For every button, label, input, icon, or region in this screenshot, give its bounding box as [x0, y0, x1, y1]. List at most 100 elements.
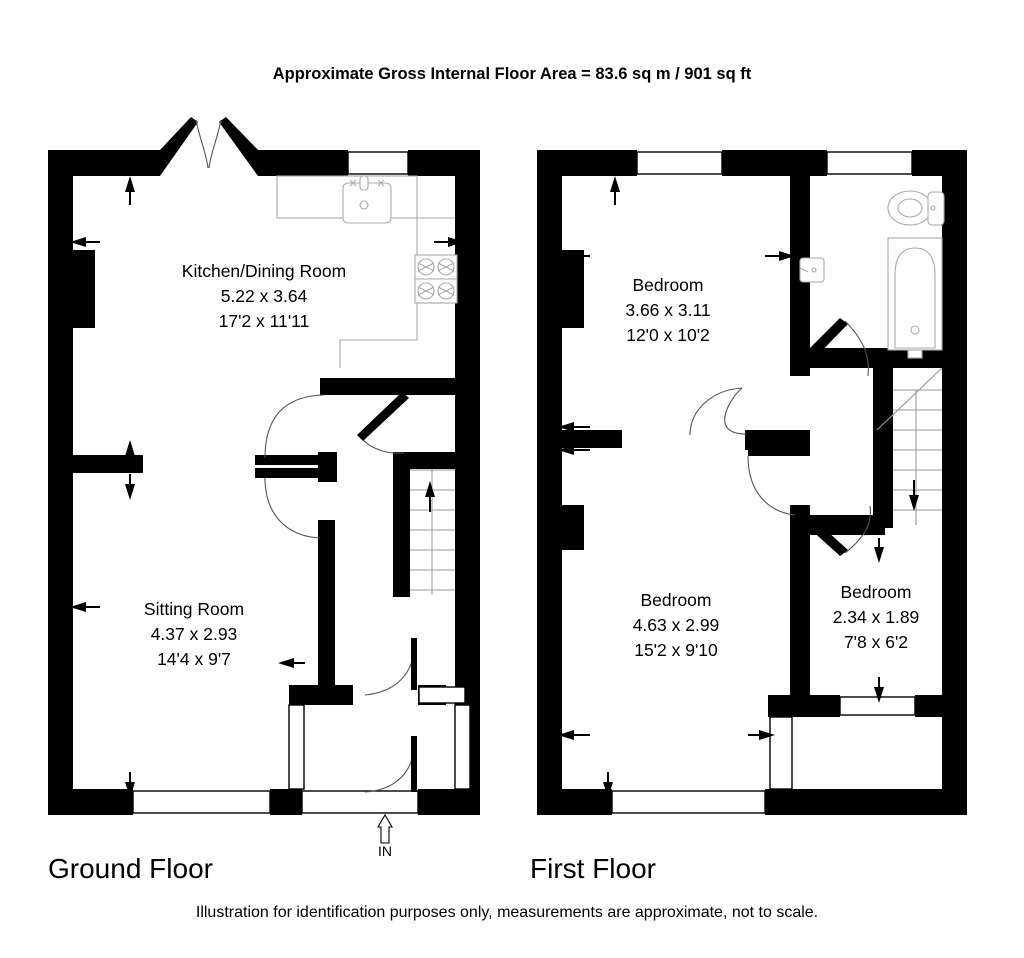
bedroom-3-imperial: 7'8 x 6'2: [844, 632, 908, 652]
kitchen-dining-imperial: 17'2 x 11'11: [219, 311, 310, 331]
window-first-top-left: [636, 151, 723, 175]
wall-ground-top-mid: [258, 150, 348, 176]
sitting-room-name: Sitting Room: [144, 599, 244, 619]
door-leaf-bedroom3: [798, 512, 848, 556]
bathtub-inner: [894, 247, 936, 349]
staircase-first: [876, 367, 943, 525]
bedroom-3-metric: 2.34 x 1.89: [833, 607, 920, 627]
door-swing-inner-front: [364, 639, 416, 696]
bedroom-2-name: Bedroom: [640, 590, 711, 610]
wall-ground-left-stub: [73, 455, 143, 473]
ground-floor-label: Ground Floor: [48, 853, 213, 884]
sitting-room-metric: 4.37 x 2.93: [151, 624, 238, 644]
window-porch-side: [418, 686, 466, 704]
window-first-bottom: [611, 790, 766, 814]
first-floor-label: First Floor: [530, 853, 656, 884]
door-leaf-understairs: [357, 392, 409, 441]
bedroom-1-name: Bedroom: [632, 275, 703, 295]
sink-tap: [359, 175, 369, 191]
chimney-breast-ground-upper: [73, 250, 95, 328]
room-label-kitchen-dining: Kitchen/Dining Room 5.22 x 3.64 17'2 x 1…: [182, 261, 346, 331]
wall-ground-bottom-midleft: [270, 789, 302, 815]
wall-first-top-mid: [722, 150, 827, 176]
wall-stairs-left: [393, 452, 410, 597]
wall-ground-bottom-left: [48, 789, 133, 815]
bathtub-drain: [910, 325, 920, 335]
room-label-sitting-room: Sitting Room 4.37 x 2.93 14'4 x 9'7: [144, 599, 244, 669]
in-label: IN: [378, 843, 392, 859]
wall-ground-bottom-right: [446, 789, 480, 815]
door-swing-landing-upper-b: [689, 387, 743, 436]
staircase-ground: [410, 469, 455, 595]
in-arrow-icon: [377, 813, 393, 844]
wall-ground-right-upper: [455, 150, 480, 545]
page-title: Approximate Gross Internal Floor Area = …: [273, 65, 752, 83]
ground-floor-plan: IN Kitchen/Dining Room 5.22 x 3.64 17'2 …: [48, 117, 480, 884]
wall-first-bottom-right: [795, 789, 967, 815]
wall-stairs-first-left: [873, 368, 893, 528]
dimension-arrows-first: [558, 176, 884, 798]
disclaimer-text: Illustration for identification purposes…: [196, 904, 818, 921]
wall-hall-bottom-left: [289, 685, 353, 705]
wall-first-left-stub: [562, 430, 622, 448]
bay-canopy-left: [160, 117, 198, 176]
doorway-landing-leaf-top: [748, 432, 810, 442]
wall-ground-bottom-midright: [418, 789, 446, 815]
first-floor-plan: Bedroom 3.66 x 3.11 12'0 x 10'2 Bedroom …: [530, 150, 967, 884]
wall-bedroom3-bottom-left: [768, 695, 813, 717]
room-label-bedroom-2: Bedroom 4.63 x 2.99 15'2 x 9'10: [633, 590, 720, 660]
bay-swing-left: [195, 119, 209, 169]
room-label-bedroom-1: Bedroom 3.66 x 3.11 12'0 x 10'2: [625, 275, 710, 345]
wall-stairs-top: [393, 452, 460, 469]
bathroom-fixtures: [799, 190, 945, 359]
doorway-sitting-leaf-bottom: [255, 468, 337, 478]
bedroom-1-imperial: 12'0 x 10'2: [626, 325, 710, 345]
door-swing-landing-lower: [747, 455, 796, 516]
door-leaf-inner-front: [411, 638, 417, 690]
doorway-sitting-jamb: [318, 452, 337, 482]
wall-ground-top-left: [48, 150, 160, 176]
kitchen-dining-metric: 5.22 x 3.64: [221, 286, 308, 306]
window-ground-top: [347, 151, 409, 175]
doorway-sitting-leaf-top: [255, 455, 337, 465]
bedroom-3-name: Bedroom: [840, 582, 911, 602]
sink-drain: [359, 200, 369, 210]
toilet-bowl-inner: [897, 198, 923, 218]
door-leaf-bedroom1: [797, 318, 848, 368]
window-porch-right: [454, 704, 471, 790]
door-swing-kitchen-hall: [264, 394, 325, 459]
wall-first-bottom-mid: [765, 789, 795, 815]
dimension-arrows-ground: [70, 176, 464, 798]
window-ground-bottom-left: [132, 790, 271, 814]
window-first-top-right: [826, 151, 913, 175]
sitting-room-imperial: 14'4 x 9'7: [157, 649, 231, 669]
room-label-bedroom-3: Bedroom 2.34 x 1.89 7'8 x 6'2: [833, 582, 920, 652]
bay-swing-right: [208, 119, 222, 169]
window-porch-left: [288, 704, 305, 790]
wall-first-left: [537, 150, 562, 815]
bedroom-1-metric: 3.66 x 3.11: [625, 300, 710, 320]
wall-bedroom3-bottom-mid: [813, 695, 840, 717]
bedroom-2-metric: 4.63 x 2.99: [633, 615, 720, 635]
door-swing-bedroom1: [844, 320, 869, 377]
wall-first-top-left: [537, 150, 637, 176]
door-leaf-front: [411, 736, 417, 792]
window-ground-bottom-right: [301, 790, 419, 814]
door-swing-landing-upper: [724, 387, 747, 435]
wall-first-bottom-left: [537, 789, 612, 815]
wall-ground-left: [48, 150, 73, 815]
bathtub-tap: [907, 349, 923, 359]
chimney-breast-first-upper: [562, 250, 584, 328]
wash-basin-drain: [811, 267, 817, 273]
door-swing-bedroom3: [844, 505, 871, 554]
doorway-landing-leaf-bottom: [748, 446, 810, 456]
kitchen-dining-name: Kitchen/Dining Room: [182, 261, 346, 281]
wall-bedroom3-bottom-right: [915, 695, 945, 717]
wall-hall-left-lower: [318, 520, 335, 695]
door-swing-front: [364, 737, 416, 793]
wall-first-right: [942, 150, 967, 815]
toilet-cistern: [927, 191, 945, 226]
window-first-side: [769, 716, 793, 790]
